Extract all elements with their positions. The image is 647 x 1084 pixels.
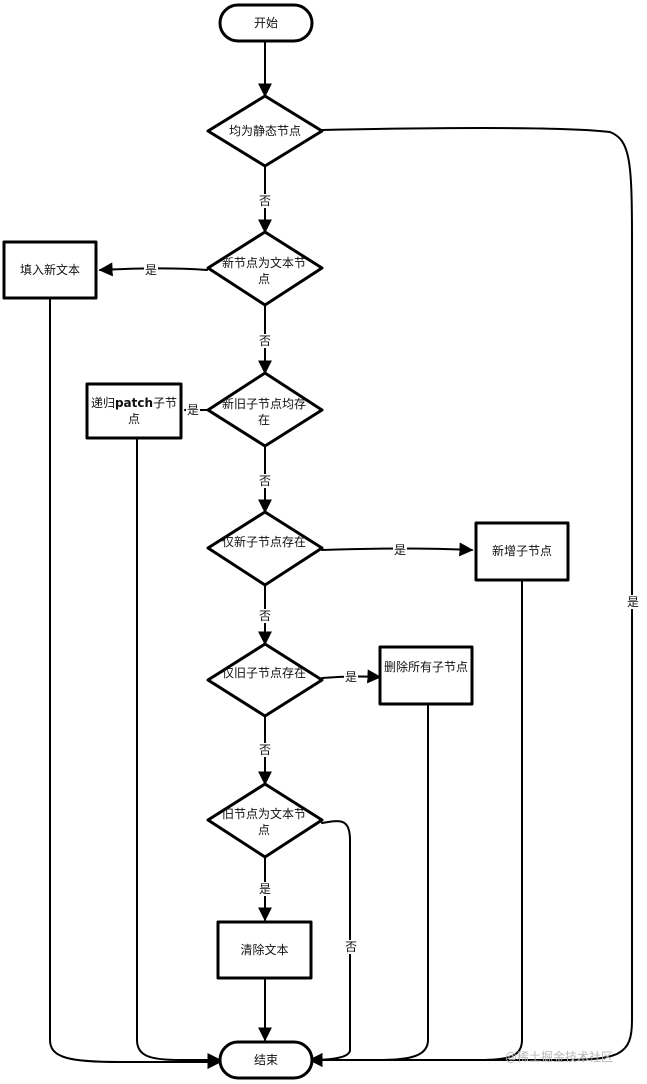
edge-label-d6-no: 否 [344,940,359,954]
start-label: 开始 [253,16,278,30]
process-clear-text [216,920,313,980]
process-recurse-patch-label: 递归patch子节点 [89,395,179,427]
edge-label-d4-yes: 是 [393,543,408,557]
edge-label-d2-yes: 是 [144,263,159,277]
decision-only-new-children [206,510,324,587]
process-add-children [474,521,570,582]
decision-static [206,94,324,168]
process-fill-text-label: 填入新文本 [19,263,80,277]
process-add-children-label: 新增子节点 [491,544,552,558]
edge-remove-end [309,703,429,1061]
decision-new-text [206,230,324,307]
edge-label-d5-no: 否 [258,743,273,757]
edge-label-d3-yes: 是 [186,403,201,417]
watermark: @稀土掘金技术社区 [505,1050,614,1064]
decision-both-children-label: 新旧子节点均存在 [222,397,307,427]
recurse-pre: 递归 [90,396,115,410]
process-fill-text [2,240,98,300]
end-label: 结束 [253,1053,278,1067]
edge-label-d2-no: 否 [258,334,273,348]
edge-label-d6-yes: 是 [258,882,273,896]
decision-only-old-children-label: 仅旧子节点存在 [222,666,307,680]
edge-recurse-end [136,437,222,1067]
decision-static-label: 均为静态节点 [228,124,301,138]
edge-fill-end [49,297,222,1069]
decision-both-children [206,371,324,448]
edge-label-d1-yes: 是 [626,595,641,609]
decision-only-old-children [206,642,324,718]
decision-only-new-children-label: 仅新子节点存在 [222,535,307,549]
decision-new-text-label: 新节点为文本节点 [222,256,307,286]
process-remove-children-label: 删除所有子节点 [384,660,469,674]
decision-old-text-label: 旧节点为文本节点 [222,807,307,837]
start-terminator [218,3,314,43]
decision-old-text [206,782,324,859]
edge-label-d3-no: 否 [258,474,273,488]
edge-label-d5-yes: 是 [344,670,359,684]
edge-label-d4-no: 否 [258,609,273,623]
edge-label-d1-no: 否 [258,194,273,208]
edge-d1-end [308,127,633,1067]
process-remove-children [378,645,474,706]
end-terminator [218,1040,314,1080]
recurse-post: 子节点 [127,396,178,426]
edge-add-end [309,579,523,1061]
recurse-bold: patch [114,396,154,410]
edge-d2-fill [98,262,208,277]
process-recurse-patch [85,382,183,440]
process-clear-text-label: 清除文本 [240,943,289,957]
